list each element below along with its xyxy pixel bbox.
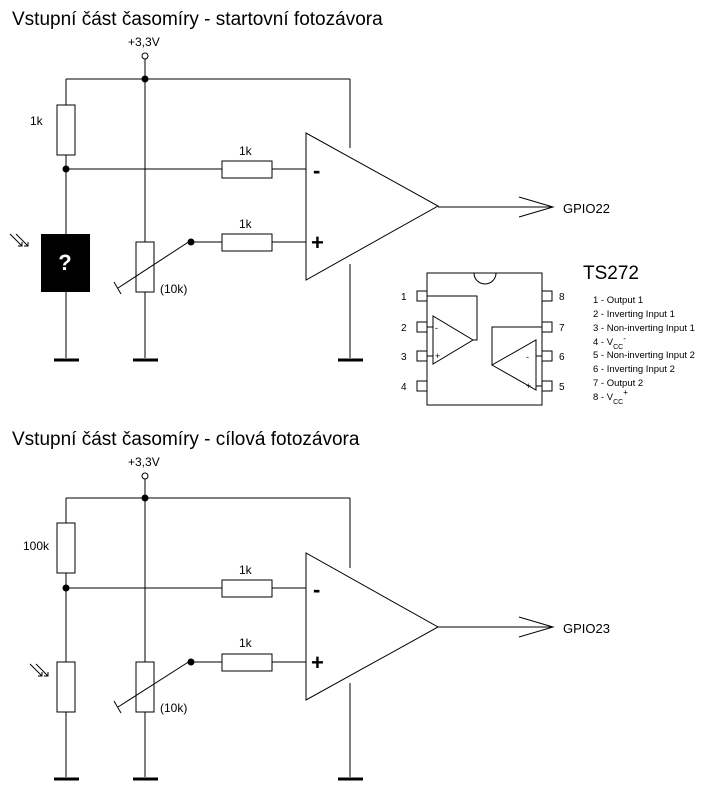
top-supply-terminal: +3,3V — [128, 35, 160, 83]
chip-body — [426, 272, 543, 406]
chip-pin-2 — [416, 321, 428, 333]
chip-amp-1-minus: - — [435, 323, 438, 333]
chip-name: TS272 — [583, 263, 639, 284]
finish-photogate-circuit: Vstupní část časomíry - cílová fotozávor… — [12, 429, 610, 781]
bottom-input-resistors: 1k 1k — [66, 563, 306, 672]
bottom-opamp-triangle — [305, 552, 440, 701]
top-opamp-plus: + — [311, 230, 324, 255]
legend-pin-2: 2 - Inverting Input 1 — [593, 309, 675, 320]
chip-pin-1-number: 1 — [401, 292, 407, 303]
top-plus-resistor — [221, 233, 273, 252]
chip-pin-7 — [541, 321, 553, 333]
chip-pin-6 — [541, 350, 553, 362]
bottom-resistor-100k — [56, 522, 76, 574]
chip-amplifier-1: - + — [427, 295, 478, 365]
top-supply-node — [141, 52, 149, 60]
bottom-supply-terminal: +3,3V — [128, 455, 160, 502]
chip-pin-8 — [541, 290, 553, 302]
chip-amp-1-plus: + — [435, 351, 440, 361]
bottom-pot-label: (10k) — [160, 701, 187, 715]
legend-pin-7: 7 - Output 2 — [593, 378, 643, 389]
bottom-opamp-plus: + — [311, 650, 324, 675]
bottom-potentiometer: (10k) — [113, 498, 195, 781]
top-pot-label: (10k) — [160, 282, 187, 296]
chip-pin-1 — [416, 290, 428, 302]
chip-pin-8-number: 8 — [559, 292, 565, 303]
chip-pin-4-number: 4 — [401, 382, 407, 393]
top-supply-label: +3,3V — [128, 35, 160, 49]
chip-pin-2-number: 2 — [401, 323, 407, 334]
chip-pin-6-number: 6 — [559, 352, 565, 363]
bottom-supply-rail — [66, 497, 363, 781]
chip-amp-2-minus: - — [526, 352, 529, 362]
top-pullup-resistor: 1k — [30, 79, 76, 234]
chip-pin-7-number: 7 — [559, 323, 565, 334]
chip-pin-legend: 1 - Output 1 2 - Inverting Input 1 3 - N… — [593, 295, 695, 406]
top-sensor-question-mark: ? — [58, 250, 71, 275]
top-sensor-block — [41, 234, 90, 292]
top-minus-resistor-label: 1k — [239, 144, 253, 158]
top-light-arrows-icon — [9, 233, 29, 247]
chip-pin-4 — [416, 380, 428, 392]
top-photo-sensor: ? — [9, 233, 90, 362]
chip-notch — [473, 272, 497, 285]
top-pot-10k — [135, 241, 155, 293]
bottom-photoresistor — [29, 661, 79, 781]
top-resistor-1k — [56, 104, 76, 156]
bottom-light-arrows-icon — [29, 663, 49, 677]
top-circuit-title: Vstupní část časomíry - startovní fotozá… — [12, 9, 383, 30]
bottom-supply-label: +3,3V — [128, 455, 160, 469]
legend-pin-1: 1 - Output 1 — [593, 295, 643, 306]
top-opamp-minus: - — [313, 158, 320, 183]
bottom-opamp: - + GPIO23 — [305, 552, 610, 701]
chip-pin-3-number: 3 — [401, 352, 407, 363]
chip-amp-1-triangle — [432, 315, 474, 365]
bottom-supply-node — [141, 472, 149, 480]
ts272-pinout: TS272 1 2 3 4 8 7 6 5 - + — [401, 263, 695, 406]
bottom-minus-resistor — [221, 579, 273, 598]
top-opamp-triangle — [305, 132, 440, 281]
start-photogate-circuit: Vstupní část časomíry - startovní fotozá… — [9, 9, 610, 362]
bottom-plus-resistor-label: 1k — [239, 636, 253, 650]
top-potentiometer: (10k) — [113, 79, 195, 362]
legend-pin-5: 5 - Non-inverting Input 2 — [593, 350, 695, 361]
chip-amp-2-plus: + — [526, 381, 531, 391]
bottom-circuit-title: Vstupní část časomíry - cílová fotozávor… — [12, 429, 360, 450]
chip-amplifier-2: - + — [490, 326, 542, 391]
chip-pin-5 — [541, 380, 553, 392]
top-opamp: - + GPIO22 — [305, 132, 610, 281]
legend-pin-8: 8 - VCC+ — [593, 388, 628, 406]
bottom-pullup-resistor: 100k — [23, 498, 76, 662]
legend-pin-4: 4 - VCC- — [593, 334, 626, 351]
bottom-plus-resistor — [221, 653, 273, 672]
legend-pin-6: 6 - Inverting Input 2 — [593, 364, 675, 375]
top-output-label: GPIO22 — [563, 201, 610, 216]
bottom-photoresistor-body — [56, 661, 76, 713]
chip-pin-3 — [416, 350, 428, 362]
chip-pin-5-number: 5 — [559, 382, 565, 393]
legend-pin-3: 3 - Non-inverting Input 1 — [593, 323, 695, 334]
bottom-pot-10k — [135, 661, 155, 713]
top-minus-resistor — [221, 160, 273, 179]
bottom-output-arrow-icon — [518, 616, 555, 638]
bottom-output-label: GPIO23 — [563, 621, 610, 636]
bottom-pullup-label: 100k — [23, 539, 50, 553]
top-output-arrow-icon — [518, 196, 555, 218]
bottom-minus-resistor-label: 1k — [239, 563, 253, 577]
top-supply-rail — [66, 78, 363, 362]
top-pullup-label: 1k — [30, 114, 44, 128]
chip-amp-2-triangle — [490, 339, 537, 391]
top-plus-resistor-label: 1k — [239, 217, 253, 231]
bottom-opamp-minus: - — [313, 577, 320, 602]
top-input-resistors: 1k 1k — [66, 144, 306, 252]
